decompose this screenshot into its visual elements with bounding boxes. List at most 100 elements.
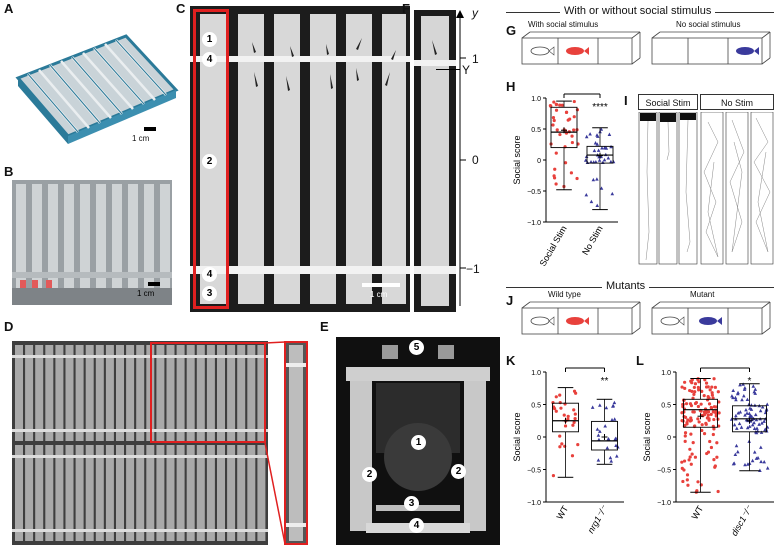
data-point [749,414,754,418]
data-point [609,159,613,164]
lane [146,445,155,541]
data-point [758,468,762,472]
data-point [717,411,721,415]
data-point [608,455,613,460]
data-point [591,177,596,182]
marker-f-y: Y [462,63,471,77]
data-point [702,394,706,398]
data-point [604,405,609,410]
data-point [760,405,765,409]
data-point [755,426,759,430]
data-point [696,417,700,421]
data-point [733,452,738,457]
lane [15,345,23,441]
data-point [571,423,575,427]
data-point [712,377,716,381]
data-point [733,395,738,400]
marker-c-4b: 4 [202,267,217,282]
zoom-lane-d [284,341,308,545]
data-point [684,402,689,406]
data-point [564,110,569,115]
panel-label-j: J [506,293,514,308]
tick-f-neg1: −1 [466,262,480,276]
data-point [551,123,555,127]
lane [156,445,165,541]
data-point [757,422,761,426]
data-point [697,380,701,384]
data-point [689,416,693,420]
x-tick-label: disc1⁻/⁻ [729,503,755,538]
data-point [742,393,746,398]
lane [85,445,94,541]
lane [186,345,195,441]
data-point [717,400,721,404]
divider [12,429,268,432]
lane [196,445,205,541]
data-point [758,408,763,413]
data-point [563,161,568,165]
lane [35,345,44,441]
scale-bar-c [362,283,400,287]
lane [166,345,175,441]
data-point [715,441,719,445]
data-point [568,117,572,121]
data-point [606,156,611,160]
data-point [765,466,770,470]
data-point [732,422,737,427]
data-point [688,455,692,459]
data-point [683,434,687,438]
panel-label-b: B [4,164,14,179]
data-point [752,450,757,454]
box [683,398,718,428]
significance-marker: **** [592,102,608,113]
data-point [595,203,600,207]
data-point [688,447,692,451]
data-point [762,419,766,423]
data-point [554,409,558,413]
highlight-lane-frame [193,9,229,309]
data-point [551,116,556,120]
lane [95,445,104,541]
panel-label-d: D [4,319,14,334]
data-point [736,411,741,415]
data-point [760,421,764,425]
panel-label-a: A [4,1,14,16]
tick-f-1: 1 [472,52,479,66]
data-point [735,426,739,430]
data-point [612,400,617,405]
setup-diagram-j [521,301,771,335]
lane [206,345,215,441]
lane [196,345,205,441]
x-tick-label: nrg1⁻/⁻ [586,503,610,535]
data-point [739,425,744,429]
lane [217,345,225,441]
tank-3d-render [8,18,183,168]
y-tick-label: 0.5 [661,403,671,410]
data-point [572,128,576,132]
data-point [735,449,740,454]
data-point [704,411,708,415]
data-point [712,427,716,431]
data-point [680,460,684,464]
data-point [572,420,576,425]
divider [12,455,268,458]
data-point [680,385,684,389]
data-point [687,458,691,462]
data-point [736,390,740,395]
data-point [572,408,576,412]
divider [12,529,268,532]
lane [45,345,54,441]
panel-label-h: H [506,79,516,94]
data-point [750,458,755,463]
data-point [730,394,734,398]
data-point [566,417,570,421]
data-point [706,385,710,389]
data-point [553,167,557,171]
marker-c-3: 3 [202,286,217,301]
g-right-label: No social stimulus [676,20,741,29]
lane [156,345,165,441]
data-point [745,411,749,415]
data-point [573,412,577,416]
data-point [558,132,562,137]
data-point [569,171,574,175]
